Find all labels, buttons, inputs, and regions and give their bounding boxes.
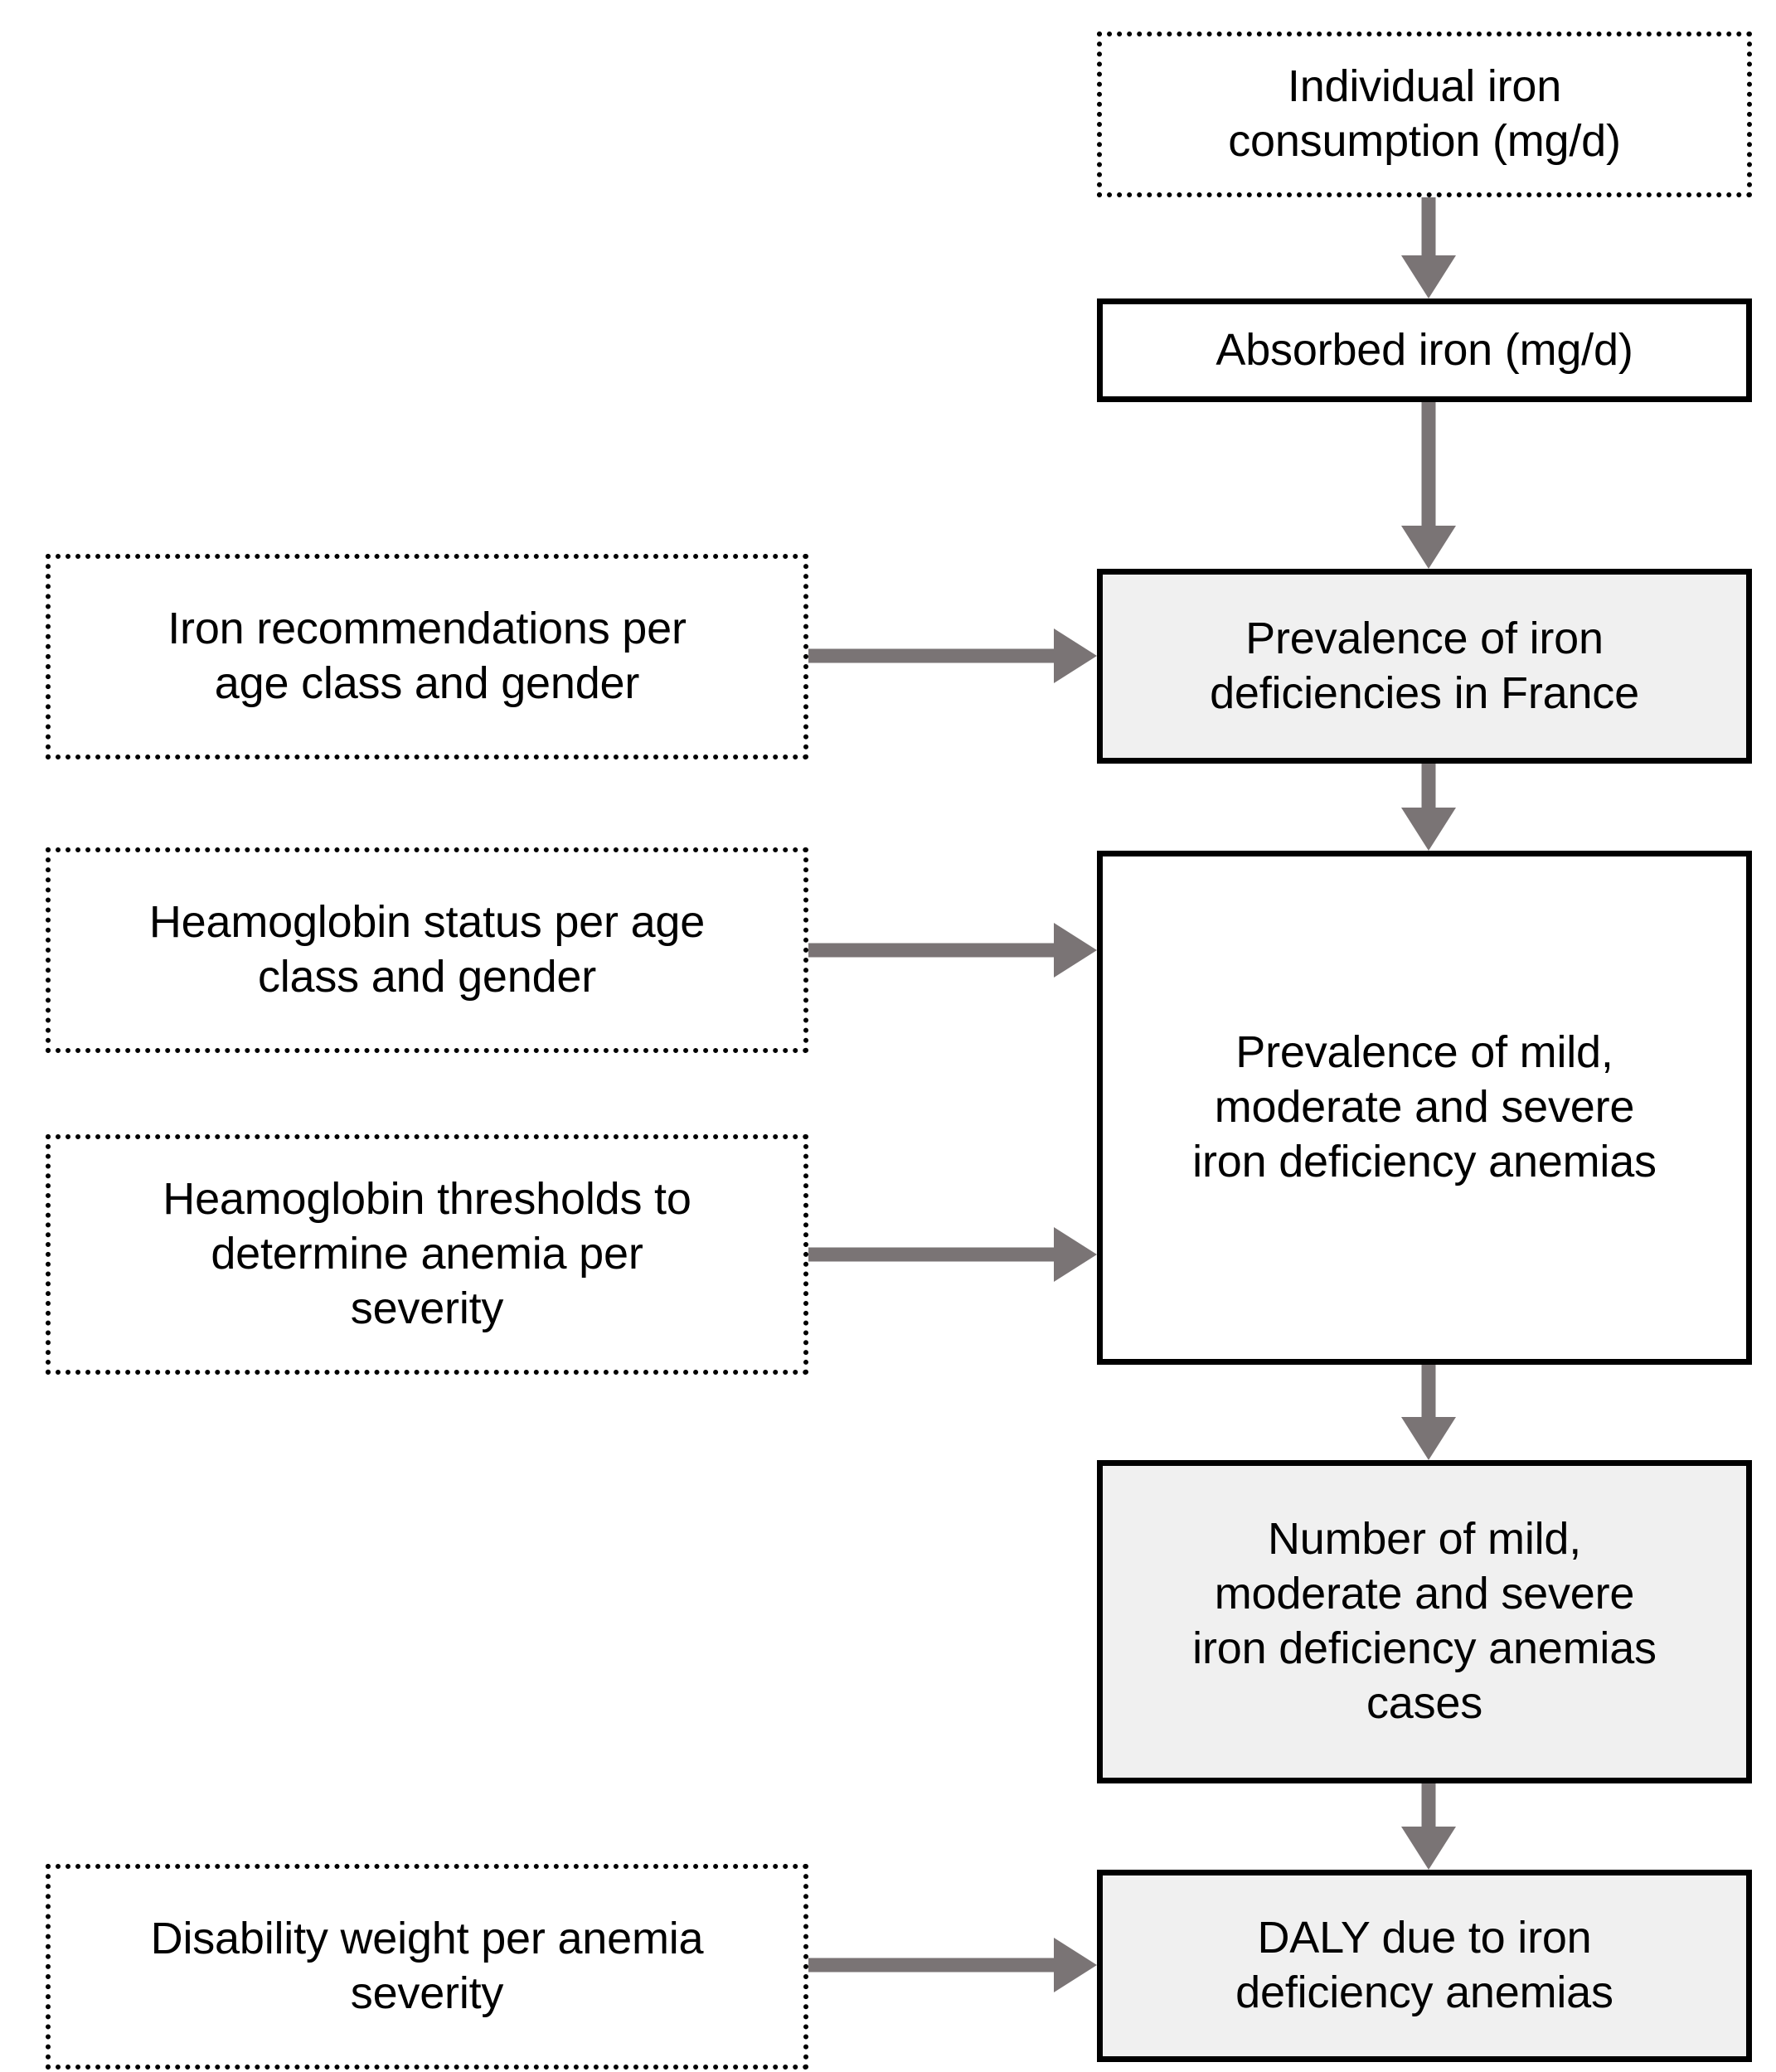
node-heamoglobin-status[interactable]: Heamoglobin status per age class and gen…	[46, 847, 808, 1053]
edge-absorbed-to-prevalence-deficiency-arrow	[1400, 402, 1458, 569]
edge-recommendations-to-prevalence-deficiency-arrow	[808, 627, 1097, 685]
edge-consumption-to-absorbed-arrow	[1400, 197, 1458, 298]
node-iron-recommendations[interactable]: Iron recommendations per age class and g…	[46, 554, 808, 759]
node-label: Individual iron consumption (mg/d)	[1228, 61, 1621, 166]
edge-hb-status-to-prevalence-anemias-arrow	[808, 921, 1097, 979]
node-heamoglobin-thresholds[interactable]: Heamoglobin thresholds to determine anem…	[46, 1134, 808, 1375]
node-individual-iron-consumption[interactable]: Individual iron consumption (mg/d)	[1097, 32, 1752, 197]
node-label: DALY due to iron deficiency anemias	[1235, 1913, 1613, 2017]
node-label: Heamoglobin status per age class and gen…	[148, 897, 706, 1002]
node-disability-weight[interactable]: Disability weight per anemia severity	[46, 1864, 808, 2070]
node-label: Number of mild, moderate and severe iron…	[1192, 1514, 1657, 1728]
node-label: Heamoglobin thresholds to determine anem…	[163, 1174, 691, 1333]
edge-prevalence-anemias-to-number-cases-arrow	[1400, 1365, 1458, 1460]
edge-hb-thresholds-to-prevalence-anemias-arrow	[808, 1225, 1097, 1283]
node-label: Prevalence of mild, moderate and severe …	[1192, 1027, 1657, 1186]
node-label: Prevalence of iron deficiencies in Franc…	[1210, 613, 1639, 718]
node-number-anemias-cases[interactable]: Number of mild, moderate and severe iron…	[1097, 1460, 1752, 1783]
node-label: Absorbed iron (mg/d)	[1216, 324, 1633, 375]
node-prevalence-iron-deficiencies[interactable]: Prevalence of iron deficiencies in Franc…	[1097, 569, 1752, 764]
node-label: Iron recommendations per age class and g…	[167, 604, 687, 708]
edge-number-cases-to-daly-arrow	[1400, 1783, 1458, 1870]
node-absorbed-iron[interactable]: Absorbed iron (mg/d)	[1097, 298, 1752, 402]
node-label: Disability weight per anemia severity	[150, 1914, 704, 2018]
node-prevalence-anemias[interactable]: Prevalence of mild, moderate and severe …	[1097, 851, 1752, 1365]
edge-disability-weight-to-daly-arrow	[808, 1936, 1097, 1994]
edge-prevalence-deficiency-to-prevalence-anemias-arrow	[1400, 764, 1458, 851]
node-daly[interactable]: DALY due to iron deficiency anemias	[1097, 1870, 1752, 2062]
